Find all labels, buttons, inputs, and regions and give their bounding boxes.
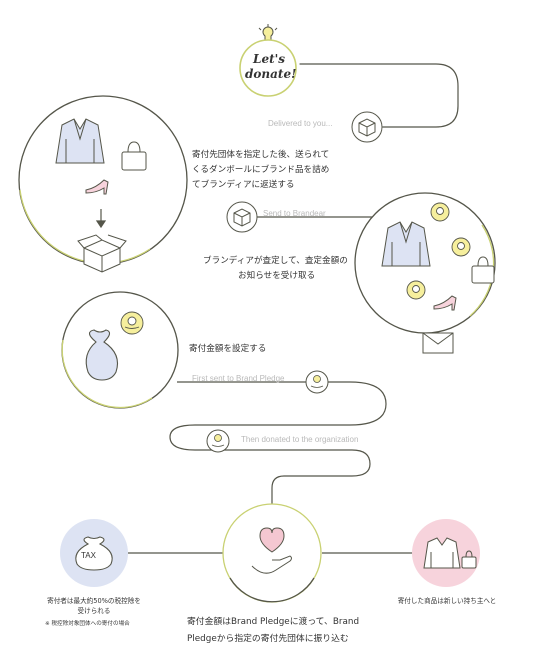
coin-bubble-icon-3 (406, 280, 426, 300)
tax-text-line2: 受けられる (77, 607, 111, 615)
envelope-icon (422, 332, 454, 354)
jacket-icon-2 (381, 221, 431, 267)
coin-bubble-icon (430, 202, 450, 222)
handbag-icon (121, 141, 147, 171)
start-badge-line1: Let's (253, 52, 286, 66)
route-label-send: Send to Brandear (263, 209, 326, 218)
tax-text-line1: 寄付者は最大約50%の税控除を (47, 597, 141, 605)
arrow-down-icon (95, 209, 107, 229)
tax-badge: TAX (81, 551, 96, 560)
lightbulb-icon (258, 24, 278, 41)
step2-text-line2: お知らせを受け取る (238, 271, 316, 281)
flow-path-3 (169, 381, 387, 512)
money-bag-icon (85, 329, 119, 381)
step1-text-line2: くるダンボールにブランド品を詰め (192, 165, 330, 175)
open-box-icon (77, 234, 127, 273)
flow-path (299, 63, 459, 128)
heel-icon-2 (433, 295, 457, 311)
start-badge (239, 39, 297, 97)
start-badge-line2: donate! (245, 67, 297, 81)
final-text-line1: 寄付金額はBrand Pledgeに渡って、Brand (187, 617, 360, 627)
step3-text-line1: 寄付金額を設定する (189, 344, 267, 354)
cardboard-box-icon (358, 118, 376, 137)
route-label-first-sent: First sent to Brand Pledge (192, 374, 285, 383)
handbag-icon-3 (461, 550, 477, 569)
coin-hand-bubble-icon (120, 311, 144, 335)
route-label-delivered: Delivered to you... (268, 119, 333, 128)
heart-hand-icon (251, 527, 292, 574)
jacket-icon (55, 118, 105, 164)
route-label-then-donated: Then donated to the organization (241, 435, 359, 444)
handbag-icon-2 (471, 256, 495, 284)
step2-text-line1: ブランディアが査定して、査定金額の (203, 256, 348, 266)
tax-bag-icon (75, 536, 113, 571)
jacket-icon-3 (423, 537, 461, 569)
tax-note: ※ 税控除対象団体への寄付の場合 (45, 621, 130, 627)
coin-bubble-icon-2 (451, 237, 471, 257)
reuse-text: 寄付した商品は新しい持ち主へと (397, 597, 497, 605)
cardboard-box-icon-2 (233, 208, 251, 227)
step1-text-line1: 寄付先団体を指定した後、送られて (192, 150, 330, 160)
final-text-line2: Pledgeから指定の寄付先団体に振り込む (187, 634, 349, 644)
heel-icon (85, 179, 109, 195)
step1-text-line3: てブランディアに返送する (192, 180, 295, 190)
